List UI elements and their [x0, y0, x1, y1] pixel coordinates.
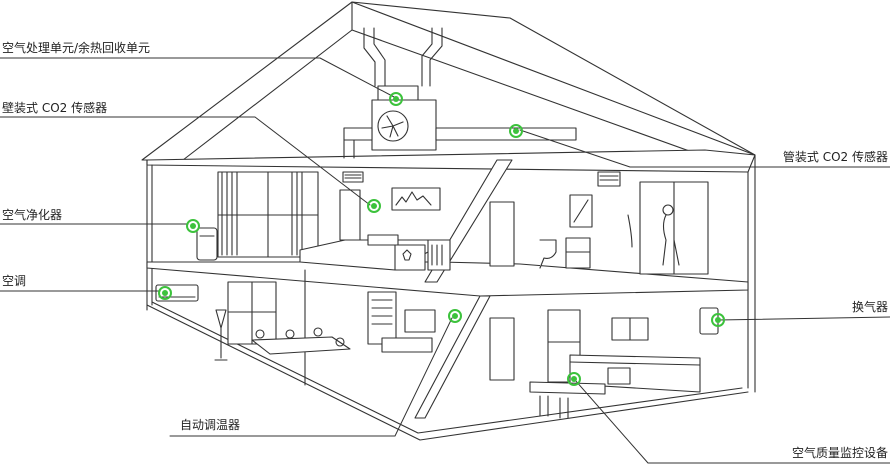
ahu-indicator	[389, 92, 403, 106]
bathroom	[489, 171, 709, 275]
kitchen	[489, 307, 719, 419]
iaq-monitor-indicator	[567, 372, 581, 386]
label-thermostat: 自动调温器	[180, 418, 241, 432]
label-duct-co2-sensor: 管装式 CO2 传感器	[782, 150, 888, 164]
leader-lines	[0, 57, 890, 464]
label-air-conditioner: 空调	[2, 274, 27, 288]
air-handling-unit	[343, 27, 577, 159]
sensor-indicators	[158, 92, 725, 386]
label-ventilator: 换气器	[851, 300, 888, 314]
thermostat-indicator	[448, 309, 462, 323]
ac-indicator	[158, 286, 172, 300]
duct-co2-indicator	[509, 124, 523, 138]
house-walls	[146, 149, 756, 441]
label-air-purifier: 空气净化器	[2, 208, 63, 222]
label-air-handling-unit: 空气处理单元/余热回收单元	[2, 41, 151, 55]
living-room	[155, 281, 436, 361]
label-wall-co2-sensor: 壁装式 CO2 传感器	[2, 101, 108, 115]
sensor-dots	[162, 96, 721, 382]
purifier-indicator	[186, 219, 200, 233]
ventilator-indicator	[711, 313, 725, 327]
label-iaq-monitor: 空气质量监控设备	[791, 446, 888, 460]
bedroom	[196, 171, 451, 271]
wall-co2-indicator	[367, 199, 381, 213]
